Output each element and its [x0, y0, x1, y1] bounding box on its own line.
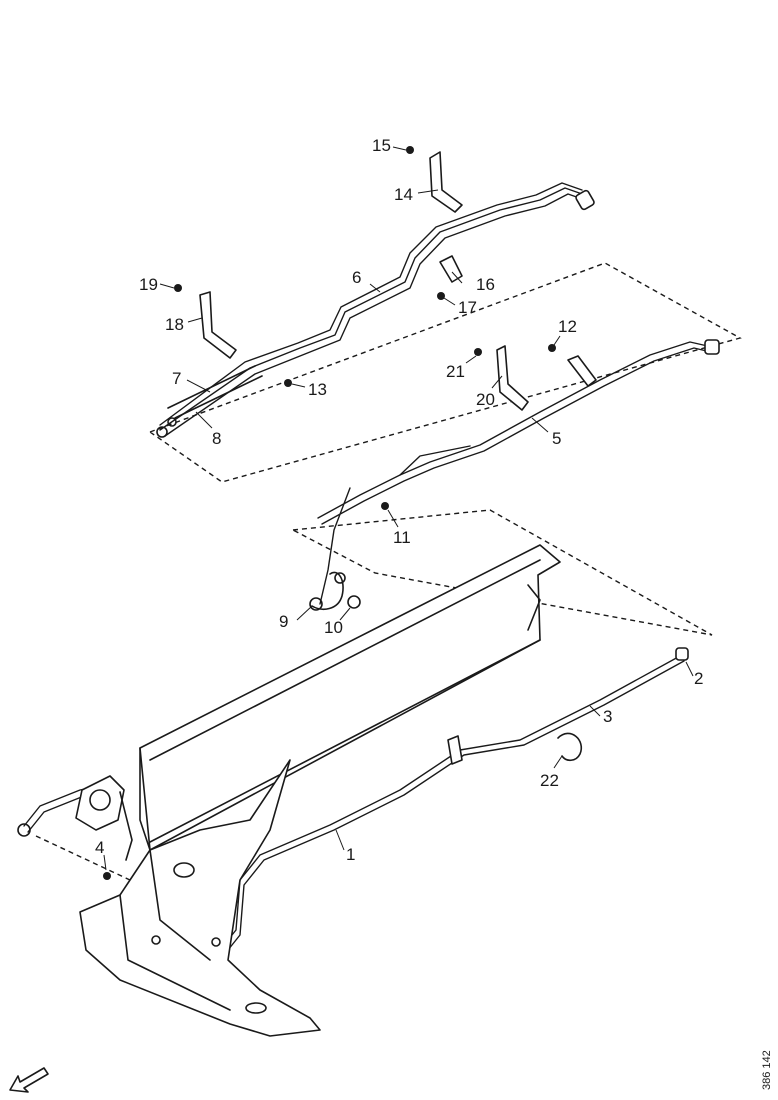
nut-15 — [406, 146, 414, 154]
forward-arrow-icon — [9, 1067, 49, 1093]
lower-frame-bracket — [79, 759, 321, 1037]
callout-11: 11 — [393, 528, 411, 547]
callout-17: 17 — [458, 298, 477, 317]
bracket-7-8 — [167, 365, 263, 419]
callout-22: 22 — [540, 771, 559, 790]
callout-19: 19 — [139, 275, 158, 294]
callout-4: 4 — [95, 838, 104, 857]
callout-6: 6 — [352, 268, 361, 287]
callout-12: 12 — [558, 317, 577, 336]
callout-16: 16 — [476, 275, 495, 294]
hose-assembly-9-10 — [309, 487, 361, 611]
callout-21: 21 — [446, 362, 465, 381]
nut-12 — [548, 344, 556, 352]
callout-14: 14 — [394, 185, 413, 204]
hose-clamp-22 — [557, 732, 583, 762]
callout-10: 10 — [324, 618, 343, 637]
callout-8: 8 — [212, 429, 221, 448]
callout-20: 20 — [476, 390, 495, 409]
frame-rail — [139, 544, 561, 851]
middle-group-outline — [290, 509, 713, 636]
bracket-20 — [496, 345, 529, 411]
callout-13: 13 — [308, 380, 327, 399]
callout-5: 5 — [552, 429, 561, 448]
callout-7: 7 — [172, 369, 181, 388]
lower-group-outline — [35, 835, 131, 881]
bracket-12 — [567, 355, 597, 387]
bracket-18 — [199, 291, 237, 359]
callout-2: 2 — [694, 669, 703, 688]
upper-brake-pipe — [156, 182, 595, 438]
lower-brake-pipe — [219, 647, 689, 956]
nut-11 — [381, 502, 389, 510]
callout-3: 3 — [603, 707, 612, 726]
valve-assembly — [17, 775, 133, 861]
nut-21 — [474, 348, 482, 356]
clip-16 — [439, 255, 463, 283]
callout-15: 15 — [372, 136, 391, 155]
nut-4 — [103, 872, 111, 880]
bracket-14 — [429, 151, 463, 213]
leader-lines — [103, 146, 694, 871]
nut-19 — [174, 284, 182, 292]
callout-18: 18 — [165, 315, 184, 334]
callout-1: 1 — [346, 845, 355, 864]
nut-17 — [437, 292, 445, 300]
reference-code: 386 142 — [761, 1050, 773, 1090]
callout-9: 9 — [279, 612, 288, 631]
nut-13 — [284, 379, 292, 387]
middle-brake-pipe — [317, 339, 720, 525]
upper-group-outline — [148, 262, 742, 483]
